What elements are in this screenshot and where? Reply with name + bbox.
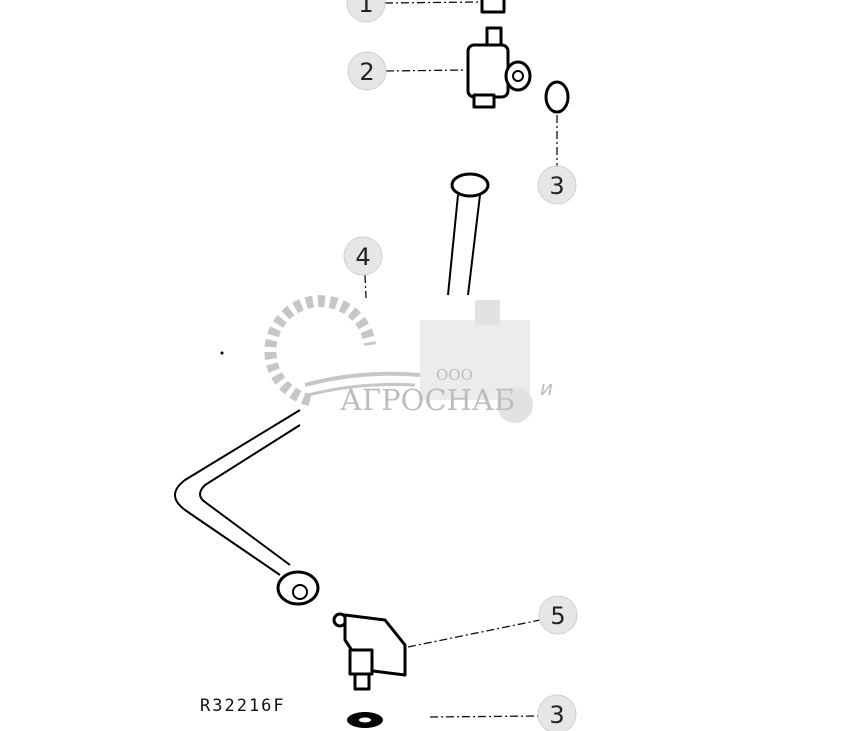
part-5-valve	[332, 612, 407, 691]
callout-2: 2	[347, 51, 387, 91]
svg-text:5: 5	[550, 602, 565, 630]
part-1-fitting	[480, 0, 506, 14]
callout-4: 4	[343, 236, 383, 276]
reference-code: R32216F	[200, 696, 286, 716]
svg-text:3: 3	[549, 701, 564, 729]
part-2-elbow-fitting	[466, 26, 532, 109]
watermark-suffix: и	[540, 376, 553, 400]
callout-3: 3	[537, 165, 577, 205]
callout-1: 1	[346, 0, 386, 23]
svg-text:1: 1	[358, 0, 373, 18]
callout-5: 5	[538, 595, 578, 635]
svg-text:2: 2	[359, 58, 374, 86]
svg-text:4: 4	[355, 243, 370, 271]
part-3-washer	[544, 80, 570, 114]
part-4-pipe	[174, 172, 490, 606]
watermark-name: АГРОСНАБ	[340, 383, 515, 417]
watermark-prefix: ООО	[436, 366, 473, 384]
svg-text:3: 3	[549, 172, 564, 200]
watermark-logo: ООО АГРОСНАБ и	[264, 295, 553, 423]
callout-3-bottom: 3	[537, 694, 577, 731]
